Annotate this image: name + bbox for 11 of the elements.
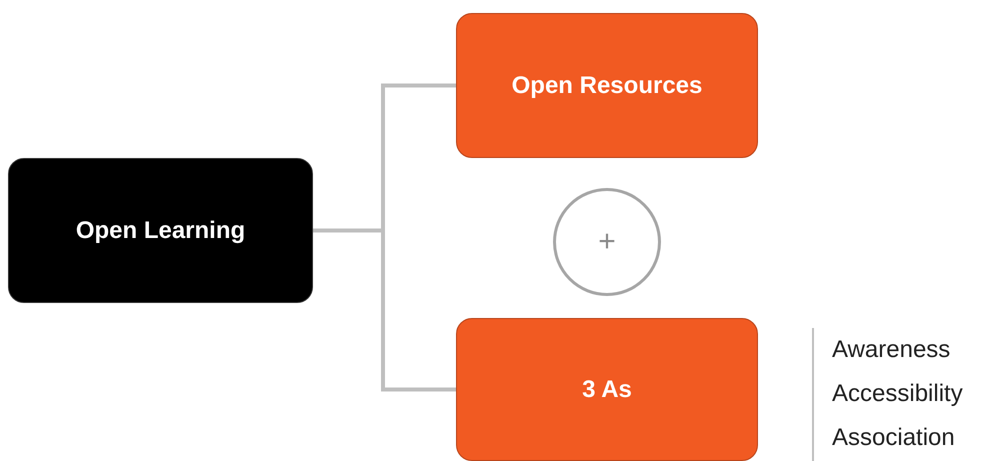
node-label: Open Resources	[510, 70, 704, 100]
connector-line	[313, 228, 456, 392]
list-item: Awareness	[832, 335, 952, 365]
process-box	[8, 158, 313, 303]
list-item: Accessibility	[832, 379, 963, 409]
list-item: Association	[832, 423, 956, 453]
process-box	[456, 13, 758, 158]
plus-sign: +	[598, 227, 616, 257]
process-box	[456, 318, 758, 461]
node-label: Open Learning	[74, 216, 246, 246]
node-label: 3 As	[581, 374, 633, 404]
